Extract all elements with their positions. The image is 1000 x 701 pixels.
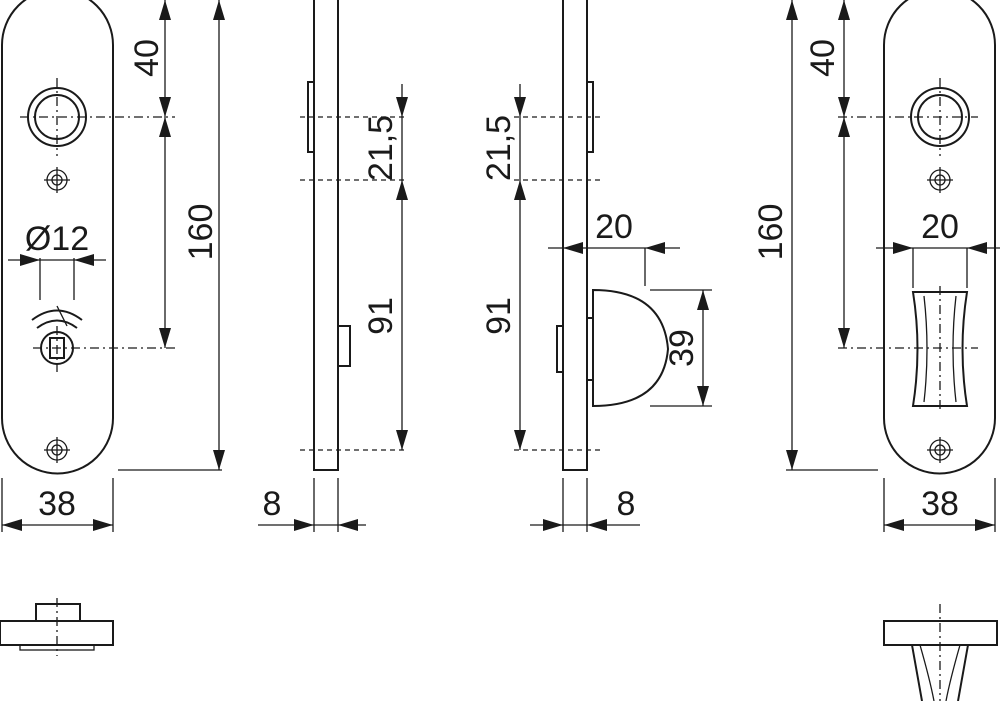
label-38-left: 38 <box>38 485 76 523</box>
side-view-right: 21,5 91 20 39 8 <box>480 0 712 532</box>
label-91-right: 91 <box>480 297 518 335</box>
side-view-left: 21,5 91 8 <box>258 0 408 532</box>
front-view-right: 40 160 20 38 <box>752 0 1000 532</box>
label-8-left: 8 <box>263 485 282 523</box>
bottom-view-left <box>0 598 114 656</box>
dim-38-left <box>2 519 113 531</box>
bottom-view-right <box>883 604 998 701</box>
label-diameter-12: Ø12 <box>25 220 89 258</box>
plate-outline-left <box>0 0 114 475</box>
screw-hole-upper-right <box>927 167 953 193</box>
spindle-hole-right <box>838 78 978 156</box>
label-160-right: 160 <box>752 204 790 261</box>
dim-8-left <box>258 519 366 531</box>
dim-38-right <box>884 519 995 531</box>
emergency-release-hole <box>33 326 175 372</box>
dim-40-left <box>159 0 171 117</box>
turn-knob-profile <box>592 288 670 408</box>
dim-160-left <box>213 0 225 470</box>
front-view-left: 40 160 Ø12 38 <box>0 0 225 532</box>
label-91-left: 91 <box>362 297 400 335</box>
screw-hole-upper-left <box>44 167 70 193</box>
label-20-side: 20 <box>595 208 633 246</box>
screw-hole-lower-right <box>927 437 953 463</box>
dim-39 <box>697 290 709 406</box>
dim-40-right <box>838 0 850 117</box>
dim-20-side <box>548 242 680 254</box>
rear-boss-right <box>556 325 564 373</box>
spindle-hole-left <box>20 78 175 156</box>
plate-side-left <box>313 0 339 471</box>
dim-spindle-to-knob-right <box>838 117 850 348</box>
plate-side-right <box>562 0 588 471</box>
dim-91-right <box>514 180 526 450</box>
label-8-right: 8 <box>617 485 636 523</box>
dim-spindle-to-release-left <box>159 117 171 348</box>
plate-outline-right <box>883 0 996 475</box>
label-40-left: 40 <box>128 39 166 77</box>
label-39: 39 <box>663 329 701 367</box>
turn-knob-front <box>838 286 978 412</box>
label-38-right: 38 <box>921 485 959 523</box>
screw-hole-lower-left <box>44 437 70 463</box>
label-160-left: 160 <box>182 204 220 261</box>
dim-diameter-12 <box>8 254 106 266</box>
label-21-5-right: 21,5 <box>480 115 518 181</box>
label-20-front: 20 <box>921 208 959 246</box>
dim-8-right <box>530 519 640 531</box>
emergency-release-indicator <box>31 305 83 329</box>
dim-91-left <box>396 180 408 450</box>
dim-20-front <box>876 242 1000 254</box>
label-40-right: 40 <box>804 39 842 77</box>
release-boss-left <box>337 325 351 367</box>
label-21-5-left: 21,5 <box>362 115 400 181</box>
dim-160-right <box>786 0 798 470</box>
